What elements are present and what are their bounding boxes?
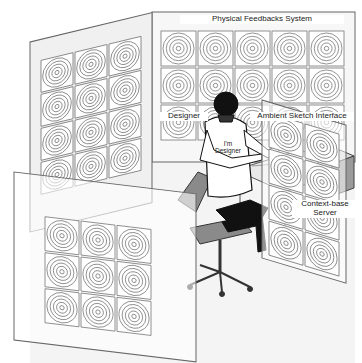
speaker-unit (81, 293, 115, 331)
speaker-unit (272, 68, 307, 103)
speaker-unit (41, 87, 73, 127)
callout-label: Ambient Sketch Interface (250, 112, 354, 121)
speaker-unit (41, 53, 73, 93)
speaker-unit (45, 217, 79, 255)
speaker-unit (75, 113, 107, 153)
speaker-unit (109, 138, 141, 178)
shirt-text: I'm Designer (212, 140, 244, 154)
speaker-unit (117, 261, 151, 299)
speaker-unit (272, 31, 307, 66)
callout-label: Context-base Server (292, 200, 358, 218)
speaker-unit (75, 79, 107, 119)
speaker-unit (269, 221, 303, 265)
callout-label: Designer (160, 112, 208, 121)
speaker-unit (161, 105, 196, 140)
speaker-unit (117, 225, 151, 263)
speaker-unit (75, 45, 107, 85)
right-panel (262, 100, 346, 283)
speaker-unit (305, 232, 339, 276)
speaker-unit (109, 70, 141, 110)
speaker-unit (161, 68, 196, 103)
speaker-unit (235, 68, 270, 103)
speaker-unit (41, 121, 73, 161)
speaker-unit (81, 221, 115, 259)
callout-label: Physical Feedbacks System (180, 15, 344, 24)
front-panel (14, 172, 196, 362)
speaker-unit (45, 253, 79, 291)
speaker-unit (109, 104, 141, 144)
speaker-unit (45, 289, 79, 327)
speaker-unit (235, 31, 270, 66)
speaker-unit (109, 36, 141, 76)
speaker-unit (309, 31, 344, 66)
speaker-unit (161, 31, 196, 66)
speaker-unit (198, 31, 233, 66)
speaker-unit (81, 257, 115, 295)
speaker-unit (309, 68, 344, 103)
speaker-unit (117, 297, 151, 335)
